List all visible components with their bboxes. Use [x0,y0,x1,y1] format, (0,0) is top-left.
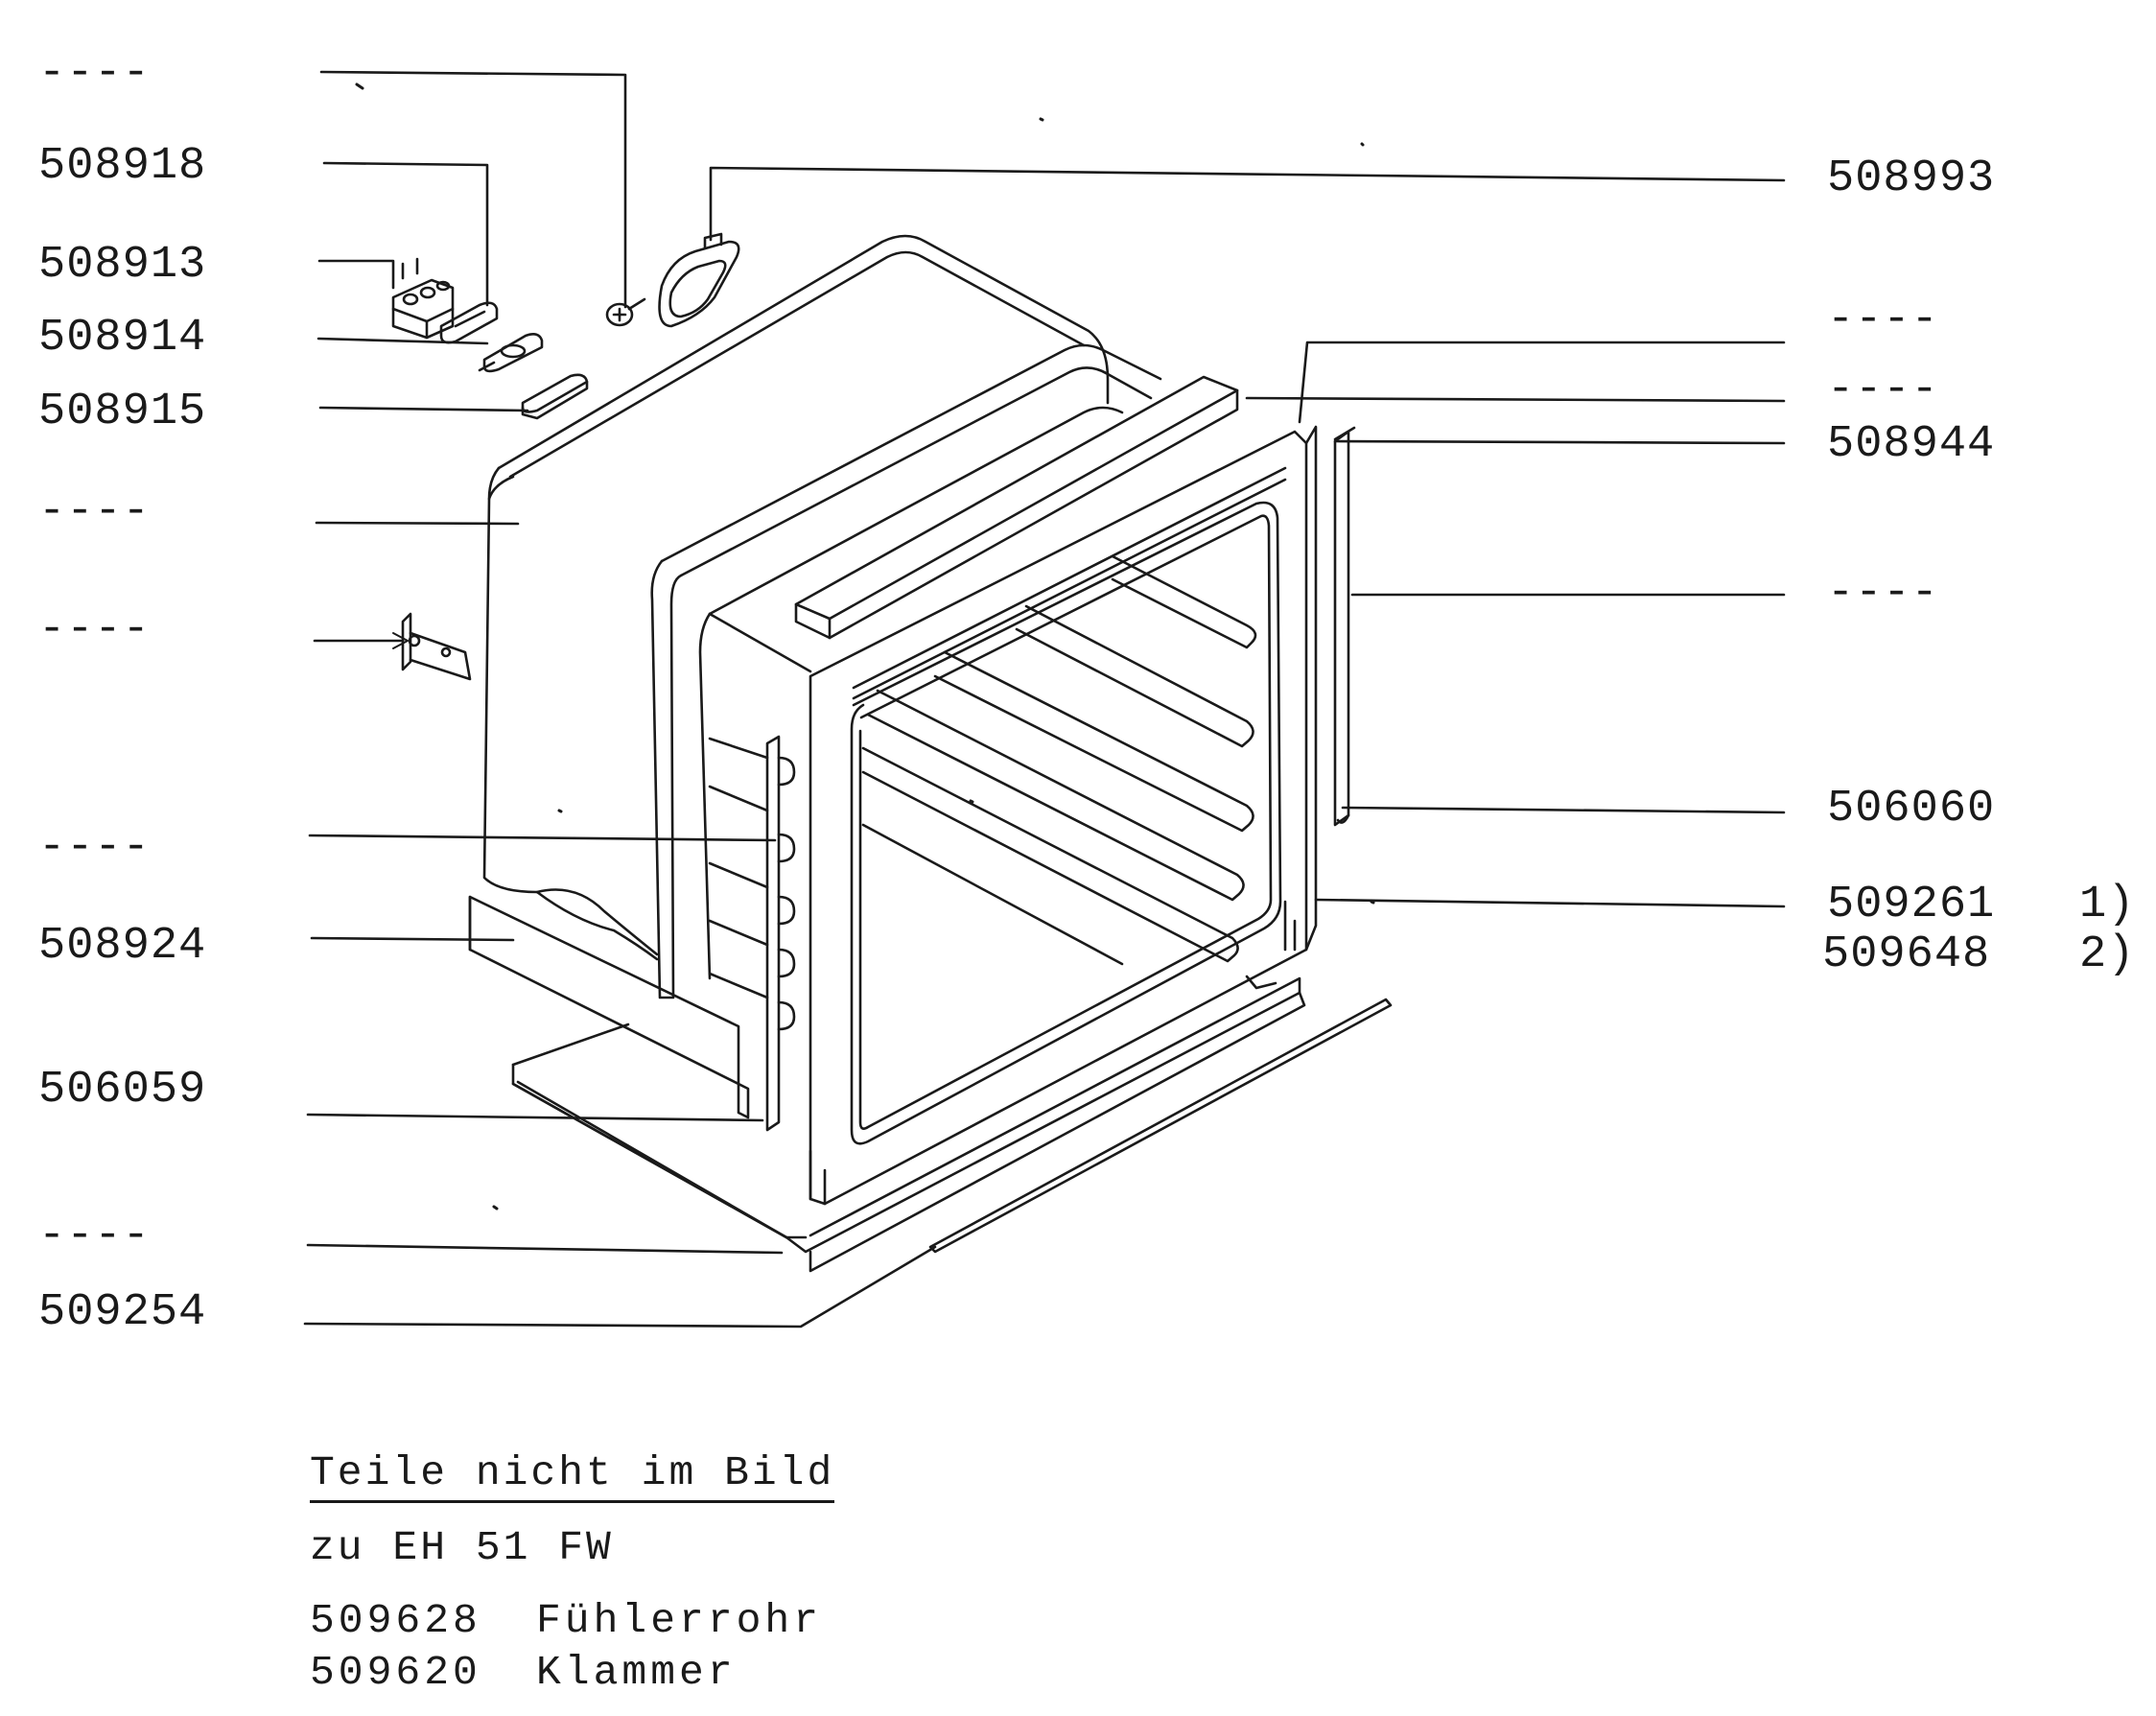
front-flange [650,343,1162,999]
left-side-rail [708,735,796,1132]
top-strip-part [794,375,1239,640]
front-frame [808,425,1318,1206]
oven-housing [482,234,1110,961]
callout-label: 506060 [1827,784,1995,834]
lamp-cover-508915 [521,373,589,420]
model-subheading: zu EH 51 FW [310,1524,614,1571]
part-number: 509620 [310,1649,481,1696]
part-name: Klammer [536,1649,737,1696]
callout-label: ---- [1827,294,1939,345]
callout-label: ---- [1827,568,1939,619]
shelf-rails [861,554,1257,966]
parts-not-shown-list: 509628 Fühlerrohr 509620 Klammer [310,1595,822,1699]
callout-label: ---- [38,1211,151,1261]
hinge-part [401,612,472,681]
parts-not-shown-heading: Teile nicht im Bild [310,1448,835,1503]
callout-label: 508915 [38,387,206,437]
part-number: 509628 [310,1597,481,1644]
right-side-rail [1333,426,1356,827]
callout-label: 508913 [38,240,206,291]
callout-label: ---- [38,48,151,99]
callout-label: 509261 [1827,880,1995,930]
callout-label: ---- [38,486,151,537]
list-item: 509628 Fühlerrohr [310,1595,822,1647]
lamp-508993 [658,232,740,328]
scan-specks [355,82,1375,1211]
leader-lines [303,70,1786,1328]
footnote-marker: 2) [2079,929,2135,980]
footnote-marker: 1) [2079,880,2135,930]
callout-label: 508914 [38,313,206,364]
screw-part [605,297,646,327]
callout-label: ---- [38,822,151,873]
bottom-trays [468,895,1393,1273]
callout-label: 509648 [1822,929,1990,980]
callout-label: 508918 [38,141,206,192]
callout-label: 506059 [38,1065,206,1116]
callout-labels: ---- 508918 508913 508914 508915 ---- --… [38,48,2135,1338]
gasket-508918 [439,301,499,344]
callout-label: ---- [1827,364,1939,415]
callout-label: 508944 [1827,419,1995,470]
callout-label: 508924 [38,921,206,972]
callout-label: ---- [38,604,151,655]
part-name: Fühlerrohr [536,1597,823,1644]
switch-block-508913 [391,257,455,340]
lamp-holder-508914 [478,333,544,373]
callout-label: 508993 [1827,153,1995,204]
callout-label: 509254 [38,1287,206,1338]
list-item: 509620 Klammer [310,1647,822,1699]
